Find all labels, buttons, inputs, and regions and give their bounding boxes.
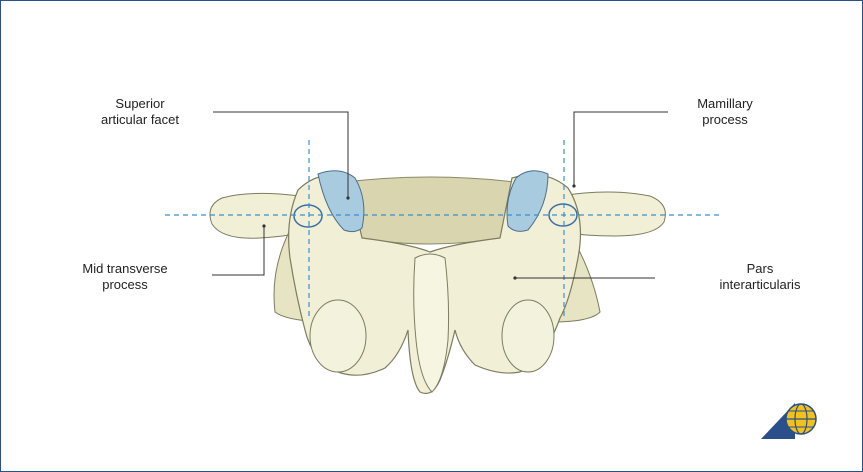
label-line: process bbox=[40, 277, 210, 293]
label-mid-transverse-process: Mid transverse process bbox=[40, 261, 210, 293]
label-line: articular facet bbox=[70, 112, 210, 128]
left-mamillary-ring bbox=[294, 205, 322, 227]
leader-dot bbox=[572, 184, 575, 187]
label-line: Superior bbox=[70, 96, 210, 112]
left-inferior-facet bbox=[310, 300, 366, 372]
globe-triangle-logo bbox=[755, 393, 827, 443]
label-line: Mid transverse bbox=[40, 261, 210, 277]
label-mamillary-process: Mamillary process bbox=[650, 96, 800, 128]
leader-dot bbox=[346, 196, 349, 199]
label-line: interarticularis bbox=[690, 277, 830, 293]
label-superior-articular-facet: Superior articular facet bbox=[70, 96, 210, 128]
leader-dot bbox=[262, 224, 265, 227]
right-inferior-facet bbox=[502, 300, 554, 372]
label-line: Mamillary bbox=[650, 96, 800, 112]
vertebral-body-shade bbox=[345, 177, 515, 244]
label-line: process bbox=[650, 112, 800, 128]
label-line: Pars bbox=[690, 261, 830, 277]
leader-dot bbox=[513, 276, 516, 279]
label-pars-interarticularis: Pars interarticularis bbox=[690, 261, 830, 293]
